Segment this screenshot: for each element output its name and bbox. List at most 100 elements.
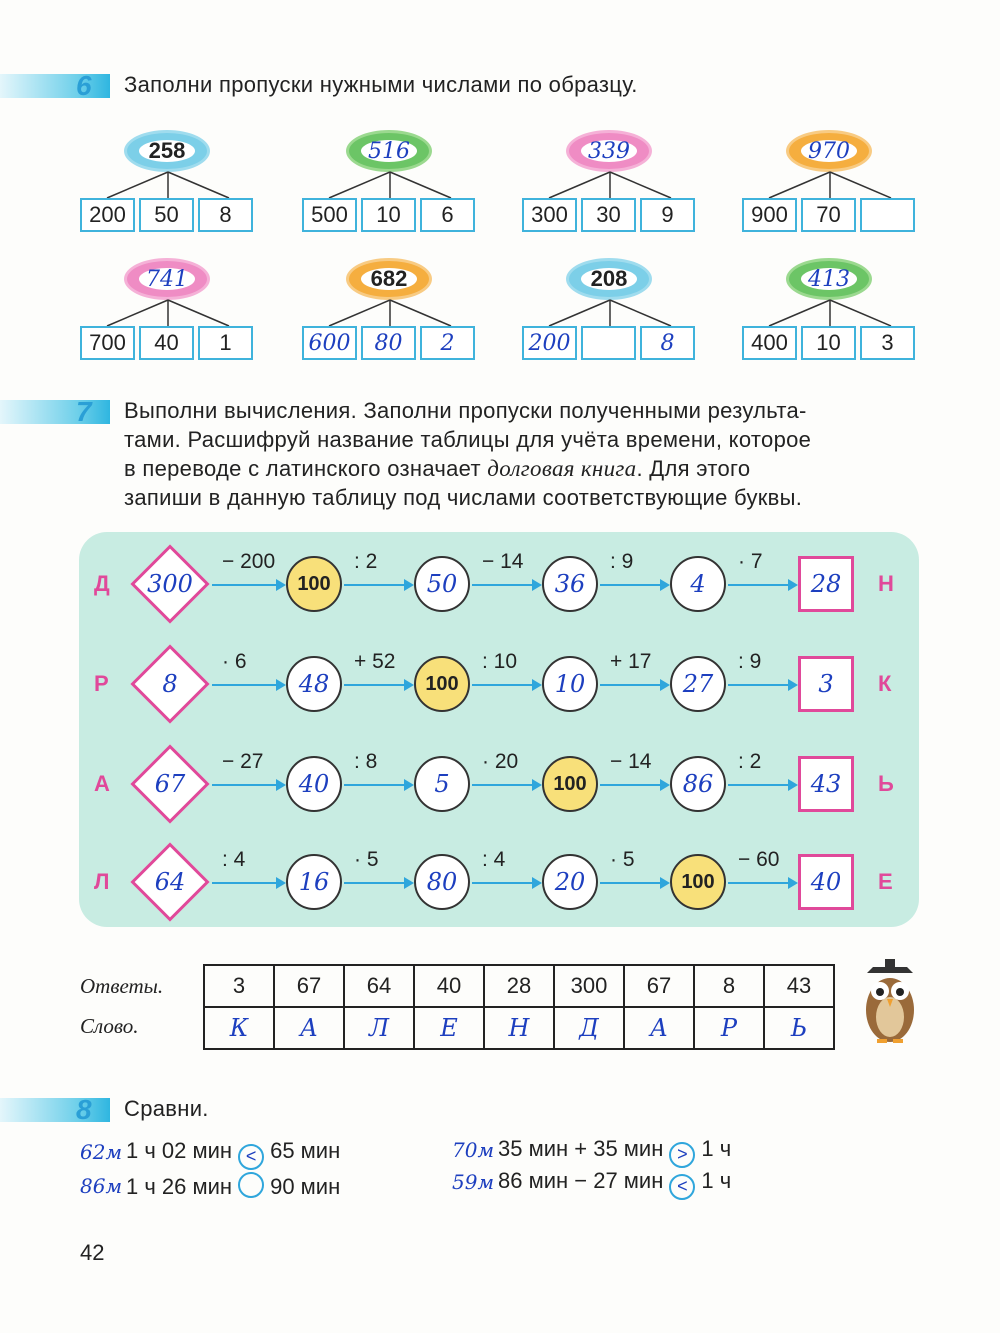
chain-start-value[interactable]: 67 [154, 770, 186, 798]
answer-letter-cell[interactable]: Д [553, 1006, 625, 1050]
answer-letter-cell[interactable]: Ь [763, 1006, 835, 1050]
tree-part-box[interactable]: 700 [80, 326, 135, 360]
tree-branches [768, 171, 892, 199]
chain-answer-circle[interactable]: 10 [542, 656, 598, 712]
tree-part-box[interactable]: 10 [801, 326, 856, 360]
chain-arrow [472, 877, 542, 889]
tree-part-box[interactable]: 200 [522, 326, 577, 360]
tree-part-box[interactable]: 6 [420, 198, 475, 232]
comparison-right: 65 мин [270, 1138, 341, 1163]
chain-start-value[interactable]: 300 [147, 570, 193, 598]
tree-part-box[interactable]: 500 [302, 198, 357, 232]
chain-answer-circle[interactable]: 5 [414, 756, 470, 812]
tree-part-box[interactable]: 200 [80, 198, 135, 232]
task7-line-2: тами. Расшифруй название таблицы для учё… [124, 427, 812, 452]
chain-operation: : 2 [738, 750, 762, 773]
chain-given-circle: 100 [414, 656, 470, 712]
tree-part-box[interactable]: 8 [640, 326, 695, 360]
tree-part-box[interactable]: 40 [139, 326, 194, 360]
tree-part-box[interactable]: 2 [420, 326, 475, 360]
tree-top-oval: 516 [346, 130, 432, 172]
chain-arrow [600, 779, 670, 791]
chain-start-value[interactable]: 8 [162, 670, 178, 698]
tree-part-box[interactable]: 300 [522, 198, 577, 232]
answer-number-cell: 8 [693, 964, 765, 1008]
chain-operation: : 9 [610, 550, 634, 573]
tree-top-value: 208 [590, 266, 628, 291]
chain-given-circle: 100 [542, 756, 598, 812]
task6-bar [0, 74, 110, 98]
comparison-left: 86 мин − 27 мин [498, 1168, 664, 1193]
answer-letter-cell[interactable]: К [203, 1006, 275, 1050]
answer-letter-cell[interactable]: Н [483, 1006, 555, 1050]
chain-answer-circle[interactable]: 20 [542, 854, 598, 910]
tree-part-box[interactable]: 600 [302, 326, 357, 360]
tree-branches [328, 171, 452, 199]
chain-result-square[interactable]: 43 [798, 756, 854, 812]
chain-arrow [600, 679, 670, 691]
chain-operation: : 8 [354, 750, 378, 773]
tree-part-box[interactable]: 30 [581, 198, 636, 232]
chain-result-square[interactable]: 3 [798, 656, 854, 712]
tree-top-value: 516 [368, 138, 410, 164]
comparison-sign-circle[interactable]: < [238, 1144, 265, 1170]
chain-answer-circle[interactable]: 27 [670, 656, 726, 712]
chain-answer-circle[interactable]: 50 [414, 556, 470, 612]
owl-icon [866, 959, 914, 1043]
chain-arrow [212, 877, 286, 889]
chain-result-square[interactable]: 28 [798, 556, 854, 612]
answer-number-cell: 67 [273, 964, 345, 1008]
chain-arrow [472, 679, 542, 691]
chain-start-value[interactable]: 64 [154, 868, 186, 896]
chain-answer-circle[interactable]: 48 [286, 656, 342, 712]
tree-part-box[interactable]: 80 [361, 326, 416, 360]
tree-part-box[interactable]: 1 [198, 326, 253, 360]
chain-answer-circle[interactable]: 40 [286, 756, 342, 812]
task6-number: 6 [76, 70, 92, 101]
answer-letter-cell[interactable]: А [273, 1006, 345, 1050]
chain-operation: : 4 [222, 848, 246, 871]
chain-answer-circle[interactable]: 36 [542, 556, 598, 612]
comparison-sign-circle[interactable]: < [669, 1174, 696, 1200]
chain-end-letter: Ь [878, 771, 894, 796]
comparison-sign-circle[interactable]: > [669, 1142, 696, 1168]
comparison-row: 35 мин + 35 мин>1 ч [498, 1136, 731, 1168]
answer-number-cell: 3 [203, 964, 275, 1008]
chain-given-circle: 100 [670, 854, 726, 910]
tree-part-box[interactable]: 50 [139, 198, 194, 232]
tree-part-box[interactable]: 10 [361, 198, 416, 232]
answer-letter-cell[interactable]: Е [413, 1006, 485, 1050]
chain-result-square[interactable]: 40 [798, 854, 854, 910]
chain-answer-circle[interactable]: 16 [286, 854, 342, 910]
comparison-left: 1 ч 26 мин [126, 1174, 233, 1199]
task7-line-3: в переводе с латинского означает долгова… [124, 456, 751, 481]
comparison-note: 62м [80, 1140, 123, 1164]
tree-part-box[interactable] [860, 198, 915, 232]
tree-part-box[interactable]: 70 [801, 198, 856, 232]
chain-answer-circle[interactable]: 86 [670, 756, 726, 812]
tree-part-box[interactable]: 9 [640, 198, 695, 232]
chain-answer-circle[interactable]: 4 [670, 556, 726, 612]
tree-part-box[interactable]: 400 [742, 326, 797, 360]
tree-top-oval: 208 [566, 258, 652, 300]
chain-answer-circle[interactable]: 80 [414, 854, 470, 910]
comparison-sign-circle[interactable] [238, 1172, 265, 1198]
answer-letter-cell[interactable]: Р [693, 1006, 765, 1050]
tree-part-box[interactable] [581, 326, 636, 360]
chain-arrow [728, 779, 798, 791]
chain-operation: − 60 [738, 848, 780, 871]
chain-end-letter: К [878, 671, 892, 696]
tree-part-box[interactable]: 3 [860, 326, 915, 360]
tree-part-box[interactable]: 900 [742, 198, 797, 232]
comparison-note: 86м [80, 1174, 123, 1198]
comparison-row: 1 ч 02 мин<65 мин [126, 1138, 340, 1170]
answer-letter-cell[interactable]: А [623, 1006, 695, 1050]
tree-part-box[interactable]: 8 [198, 198, 253, 232]
chain-arrow [728, 579, 798, 591]
chain-operation: · 5 [354, 848, 379, 871]
tree-top-value: 970 [808, 138, 850, 164]
answer-letter-cell[interactable]: Л [343, 1006, 415, 1050]
answer-number-cell: 28 [483, 964, 555, 1008]
